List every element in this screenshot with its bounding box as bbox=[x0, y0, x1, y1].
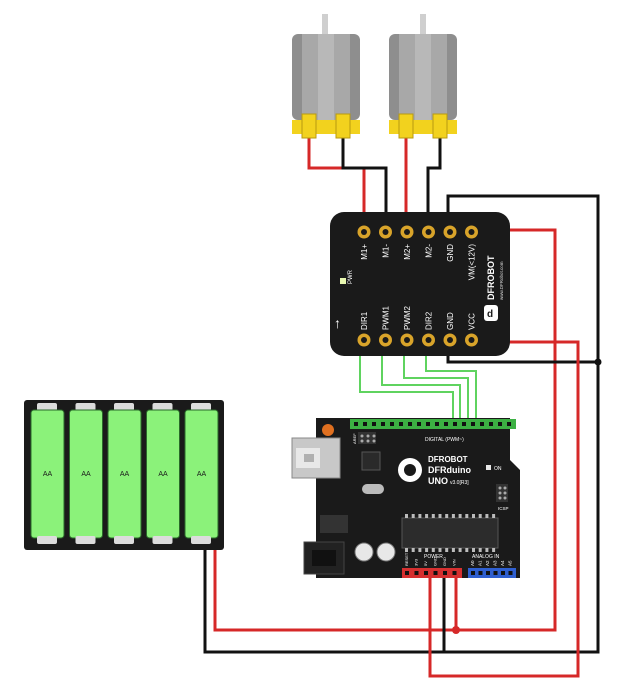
analog-pin-label: A4 bbox=[500, 560, 505, 566]
battery-pack: AA AA AA AA AA bbox=[24, 400, 224, 550]
wires bbox=[203, 138, 600, 678]
digital-label: DIGITAL (PWM~) bbox=[425, 437, 464, 443]
arduino-uno: UNO bbox=[428, 476, 448, 486]
wire-driver-gnd-top bbox=[203, 194, 600, 654]
power-pin-label: VIN bbox=[452, 559, 457, 566]
battery-cell-label: AA bbox=[43, 471, 53, 478]
junction-dot-red bbox=[452, 626, 460, 634]
battery-cell: AA bbox=[146, 403, 180, 544]
battery-cell-label: AA bbox=[197, 471, 207, 478]
analog-pin-label: A0 bbox=[470, 560, 475, 566]
svg-text:d: d bbox=[487, 309, 493, 320]
arduino-board: DIGITAL (PWM~) AREF DFROBOT DFRduino UNO… bbox=[291, 418, 520, 578]
capacitor-2 bbox=[376, 542, 396, 562]
analog-pin-label: A3 bbox=[493, 560, 498, 566]
wire-driver-vcc bbox=[428, 340, 580, 678]
analog-header bbox=[468, 568, 516, 578]
arduino-version: v3.0[R3] bbox=[450, 480, 469, 486]
driver-top-pin-label: VM(<12V) bbox=[468, 244, 477, 281]
icsp-label: ICSP bbox=[498, 506, 509, 511]
battery-cell-label: AA bbox=[158, 471, 168, 478]
battery-cell: AA bbox=[107, 403, 142, 544]
power-pin-label: 3V3 bbox=[414, 558, 419, 566]
motor-2 bbox=[389, 14, 457, 139]
motor-driver-board: M1+ M1- M2+ M2- GND VM(<12V) DIR1 PWM1 PWM2 DIR2… bbox=[330, 212, 510, 356]
arduino-model: DFRduino bbox=[428, 465, 471, 475]
dfrobot-logo: d bbox=[484, 305, 498, 321]
power-pin-label: 5V bbox=[423, 561, 428, 566]
voltage-regulator bbox=[320, 515, 348, 533]
driver-top-pins: M1+ M1- M2+ M2- GND VM(<12V) bbox=[357, 225, 478, 281]
wire-signal-dir2 bbox=[425, 342, 477, 425]
junction-dot-black bbox=[594, 358, 602, 366]
battery-cell-label: AA bbox=[81, 471, 91, 478]
arrow-icon: ↑ bbox=[334, 315, 341, 331]
wire-signal-pwm2 bbox=[403, 342, 469, 425]
motor-1 bbox=[292, 14, 360, 139]
power-header-holes: RESET 3V3 5V GND GND VIN bbox=[404, 552, 457, 575]
power-pin-label: GND bbox=[433, 557, 438, 566]
wire-motor2-black bbox=[426, 138, 442, 230]
wire-signal-pwm1 bbox=[381, 342, 461, 425]
aref-label: AREF bbox=[352, 433, 357, 444]
icsp-top-header bbox=[358, 432, 376, 444]
power-label: POWER bbox=[424, 554, 443, 560]
driver-bottom-pins: DIR1 PWM1 PWM2 DIR2 GND VCC bbox=[357, 305, 478, 347]
wire-signal-dir1 bbox=[359, 342, 454, 425]
wire-motor1-red bbox=[307, 138, 366, 230]
arduino-brand: DFROBOT bbox=[428, 455, 468, 464]
driver-top-pin-label: GND bbox=[446, 244, 455, 262]
on-led bbox=[486, 465, 491, 470]
analog-label: ANALOG IN bbox=[472, 554, 500, 560]
power-header bbox=[402, 568, 462, 578]
driver-bottom-pin-label: GND bbox=[446, 312, 455, 330]
digital-header-holes bbox=[354, 422, 511, 426]
driver-top-pin-label: M1- bbox=[382, 244, 391, 258]
battery-cell-label: AA bbox=[120, 471, 130, 478]
driver-bottom-pin-label: PWM1 bbox=[382, 305, 391, 330]
digital-header bbox=[350, 419, 516, 429]
analog-pin-label: A5 bbox=[508, 560, 513, 566]
power-pin-label: GND bbox=[442, 557, 447, 566]
battery-cells: AA AA AA AA AA bbox=[30, 403, 219, 544]
crystal bbox=[362, 484, 384, 494]
icsp-right-header bbox=[496, 484, 508, 502]
battery-cell: AA bbox=[184, 403, 219, 544]
on-label: ON bbox=[494, 466, 502, 472]
driver-brand: DFROBOT bbox=[486, 255, 496, 300]
driver-top-pin-label: M1+ bbox=[360, 244, 369, 260]
reset-button bbox=[322, 424, 334, 436]
capacitor-1 bbox=[354, 542, 374, 562]
battery-cell: AA bbox=[69, 403, 103, 544]
arduino-gear-logo bbox=[398, 458, 422, 482]
analog-pin-label: A1 bbox=[478, 560, 483, 566]
driver-bottom-pin-label: DIR2 bbox=[425, 311, 434, 330]
driver-top-pin-label: M2- bbox=[425, 244, 434, 258]
wire-driver-vm bbox=[213, 228, 557, 632]
mcu-chip bbox=[401, 514, 499, 552]
pwr-led bbox=[340, 278, 346, 284]
power-pin-label: RESET bbox=[404, 552, 409, 566]
usb-chip bbox=[361, 451, 381, 471]
pwr-label: PWR bbox=[348, 269, 354, 284]
wire-motor1-black bbox=[341, 138, 388, 230]
driver-bottom-pin-label: DIR1 bbox=[360, 311, 369, 330]
driver-bottom-pin-label: PWM2 bbox=[403, 305, 412, 330]
analog-pin-label: A2 bbox=[485, 560, 490, 566]
driver-website: www.DFRobot.com bbox=[499, 261, 504, 300]
driver-top-pin-label: M2+ bbox=[403, 244, 412, 260]
battery-cell: AA bbox=[30, 403, 65, 544]
driver-bottom-pin-label: VCC bbox=[468, 313, 477, 330]
